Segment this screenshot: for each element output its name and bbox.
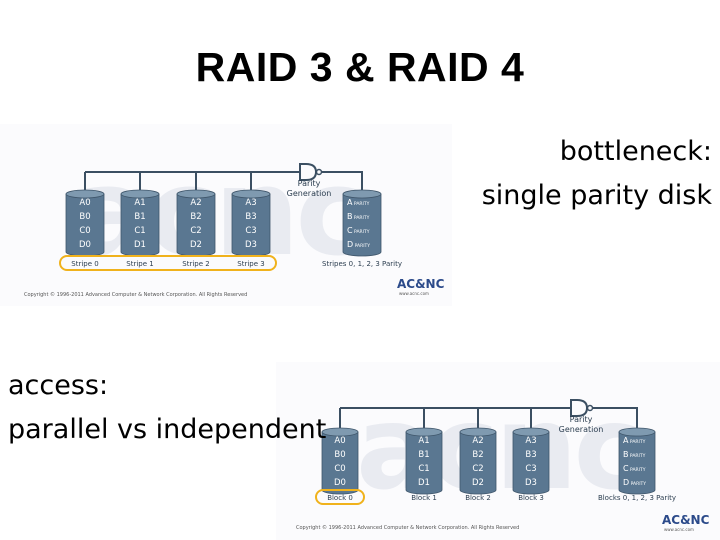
raid4-disk-3-top: [512, 427, 550, 437]
raid3-disk-2-block-0: A2: [190, 198, 201, 208]
raid3-disk-2-block-3: D2: [190, 240, 202, 250]
raid4-disk-1-block-1: B1: [418, 450, 429, 460]
raid4-parity-disk-top: [618, 427, 656, 437]
raid3-disk-label-0: Stripe 0: [71, 260, 98, 268]
raid3-disk-1-block-1: B1: [134, 212, 145, 222]
raid4-disk-3-block-0: A3: [525, 436, 536, 446]
access-note: access: parallel vs independent: [8, 364, 326, 452]
access-note-line-1: access:: [8, 370, 109, 401]
raid3-disk-3-block-0: A3: [245, 198, 256, 208]
raid4-disk-1-top: [405, 427, 443, 437]
raid4-disk-3-block-1: B3: [525, 450, 536, 460]
raid4-disk-2-block-2: C2: [472, 464, 483, 474]
raid4-disk-1-block-0: A1: [418, 436, 429, 446]
raid3-parity-block-2: C PARITY: [347, 226, 370, 235]
raid3-disk-1-block-3: D1: [134, 240, 146, 250]
raid4-disk-label-1: Block 1: [411, 494, 437, 502]
raid3-disk-0-block-2: C0: [79, 226, 90, 236]
raid4-highlight-block: [315, 489, 365, 505]
raid4-parity-block-0: A PARITY: [623, 436, 646, 445]
raid4-disk-1-body: [405, 431, 443, 495]
raid4-disk-2-body: [459, 431, 497, 495]
raid4-disk-2-top: [459, 427, 497, 437]
raid3-logo-url: www.acnc.com: [399, 291, 429, 296]
bottleneck-note-line-1: bottleneck:: [559, 136, 712, 167]
raid3-disk-0-block-0: A0: [79, 198, 90, 208]
raid4-gate-label-1: Parity: [570, 415, 593, 424]
slide-title: RAID 3 & RAID 4: [195, 44, 525, 90]
raid4-disk-0-top: [321, 427, 359, 437]
raid4-disk-2-block-0: A2: [472, 436, 483, 446]
raid3-disk-0-block-3: D0: [79, 240, 91, 250]
raid4-logo: AC&NC: [662, 513, 710, 527]
raid4-disk-label-2: Block 2: [465, 494, 491, 502]
raid4-disk-0-block-1: B0: [334, 450, 345, 460]
raid3-gate-label-1: Parity: [298, 179, 321, 188]
raid4-disk-1-block-2: C1: [418, 464, 429, 474]
raid4-watermark: acnc: [356, 381, 638, 516]
raid4-disk-0-block-3: D0: [334, 478, 346, 488]
raid3-disk-1-block-0: A1: [134, 198, 145, 208]
raid3-parity-wire: [322, 171, 363, 194]
raid4-parity-label: Blocks 0, 1, 2, 3 Parity: [598, 494, 676, 502]
raid4-parity-disk-body: [618, 431, 656, 495]
raid3-disk-2-block-2: C2: [190, 226, 201, 236]
bottleneck-note: bottleneck: single parity disk: [482, 130, 712, 218]
raid4-gate-bubble: [586, 404, 594, 412]
raid3-disk-label-2: Stripe 2: [182, 260, 209, 268]
raid3-disk-0-block-1: B0: [79, 212, 90, 222]
raid3-disk-3-block-3: D3: [245, 240, 257, 250]
raid3-parity-label: Stripes 0, 1, 2, 3 Parity: [322, 260, 402, 268]
raid4-disk-3-block-3: D3: [525, 478, 537, 488]
raid3-disk-2-top: [176, 189, 216, 199]
raid3-parity-disk-top: [342, 189, 382, 199]
raid4-parity-wire: [593, 407, 638, 432]
raid4-copyright: Copyright © 1996-2011 Advanced Computer …: [296, 524, 519, 531]
raid4-disk-label-0: Block 0: [327, 494, 353, 502]
bottleneck-note-line-2: single parity disk: [481, 180, 712, 211]
raid4-disk-1-block-3: D1: [418, 478, 430, 488]
raid4-parity-block-1: B PARITY: [623, 450, 646, 459]
raid3-disk-label-1: Stripe 1: [126, 260, 153, 268]
raid3-gate-label-2: Generation: [287, 189, 332, 198]
raid4-disk-label-3: Block 3: [518, 494, 544, 502]
raid4-parity-block-2: C PARITY: [623, 464, 646, 473]
raid3-disk-3-block-2: C3: [245, 226, 256, 236]
raid3-disk-2-block-1: B2: [190, 212, 201, 222]
raid3-parity-block-1: B PARITY: [347, 212, 370, 221]
raid3-parity-block-0: A PARITY: [347, 198, 370, 207]
raid3-disk-label-3: Stripe 3: [237, 260, 264, 268]
raid3-copyright: Copyright © 1996-2011 Advanced Computer …: [24, 291, 247, 298]
raid3-disk-1-block-2: C1: [134, 226, 145, 236]
raid4-disk-0-block-2: C0: [334, 464, 345, 474]
raid3-parity-disk-body: [342, 193, 382, 257]
raid4-disk-3-body: [512, 431, 550, 495]
raid3-watermark: acnc: [70, 144, 363, 283]
raid4-logo-url: www.acnc.com: [664, 527, 694, 532]
raid4-parity-block-3: D PARITY: [623, 478, 646, 487]
raid3-disk-1-top: [120, 189, 160, 199]
raid4-disk-3-block-2: C3: [525, 464, 536, 474]
raid4-disk-2-block-1: B2: [472, 450, 483, 460]
raid3-parity-block-3: D PARITY: [347, 240, 370, 249]
raid4-disk-2-block-3: D2: [472, 478, 484, 488]
access-note-line-2: parallel vs independent: [8, 414, 327, 445]
raid3-disk-0-top: [65, 189, 105, 199]
raid3-disk-3-block-1: B3: [245, 212, 256, 222]
raid3-highlight-stripes: [59, 255, 277, 271]
raid3-logo: AC&NC: [397, 277, 445, 291]
raid3-disk-3-top: [231, 189, 271, 199]
raid4-disk-0-block-0: A0: [334, 436, 345, 446]
raid3-gate-bubble: [315, 168, 323, 176]
raid4-gate-label-2: Generation: [559, 425, 604, 434]
